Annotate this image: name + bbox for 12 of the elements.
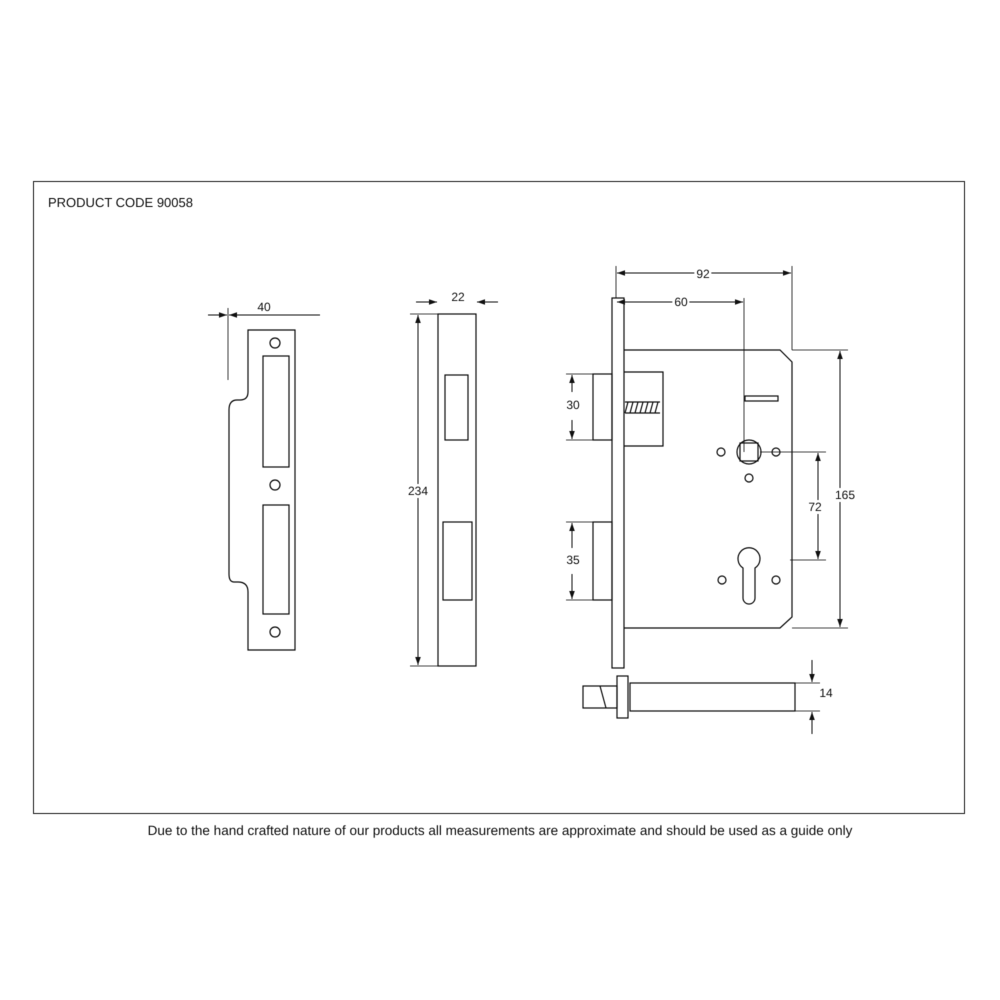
dimension-label: 35 — [564, 553, 582, 567]
product-code: PRODUCT CODE 90058 — [48, 195, 193, 210]
dimension-label: 72 — [806, 500, 824, 514]
dimension-label: 234 — [406, 484, 430, 498]
dimension-label: 60 — [672, 295, 690, 309]
dimension-label: 30 — [564, 398, 582, 412]
dimension-label: 14 — [817, 686, 835, 700]
disclaimer-caption: Due to the hand crafted nature of our products all measurements are approximate and should be used as a guide only — [146, 823, 854, 838]
dimension-label: 165 — [832, 488, 858, 502]
dimension-label: 40 — [255, 300, 273, 314]
dimension-label: 92 — [694, 267, 712, 281]
dimension-label: 22 — [449, 290, 467, 304]
